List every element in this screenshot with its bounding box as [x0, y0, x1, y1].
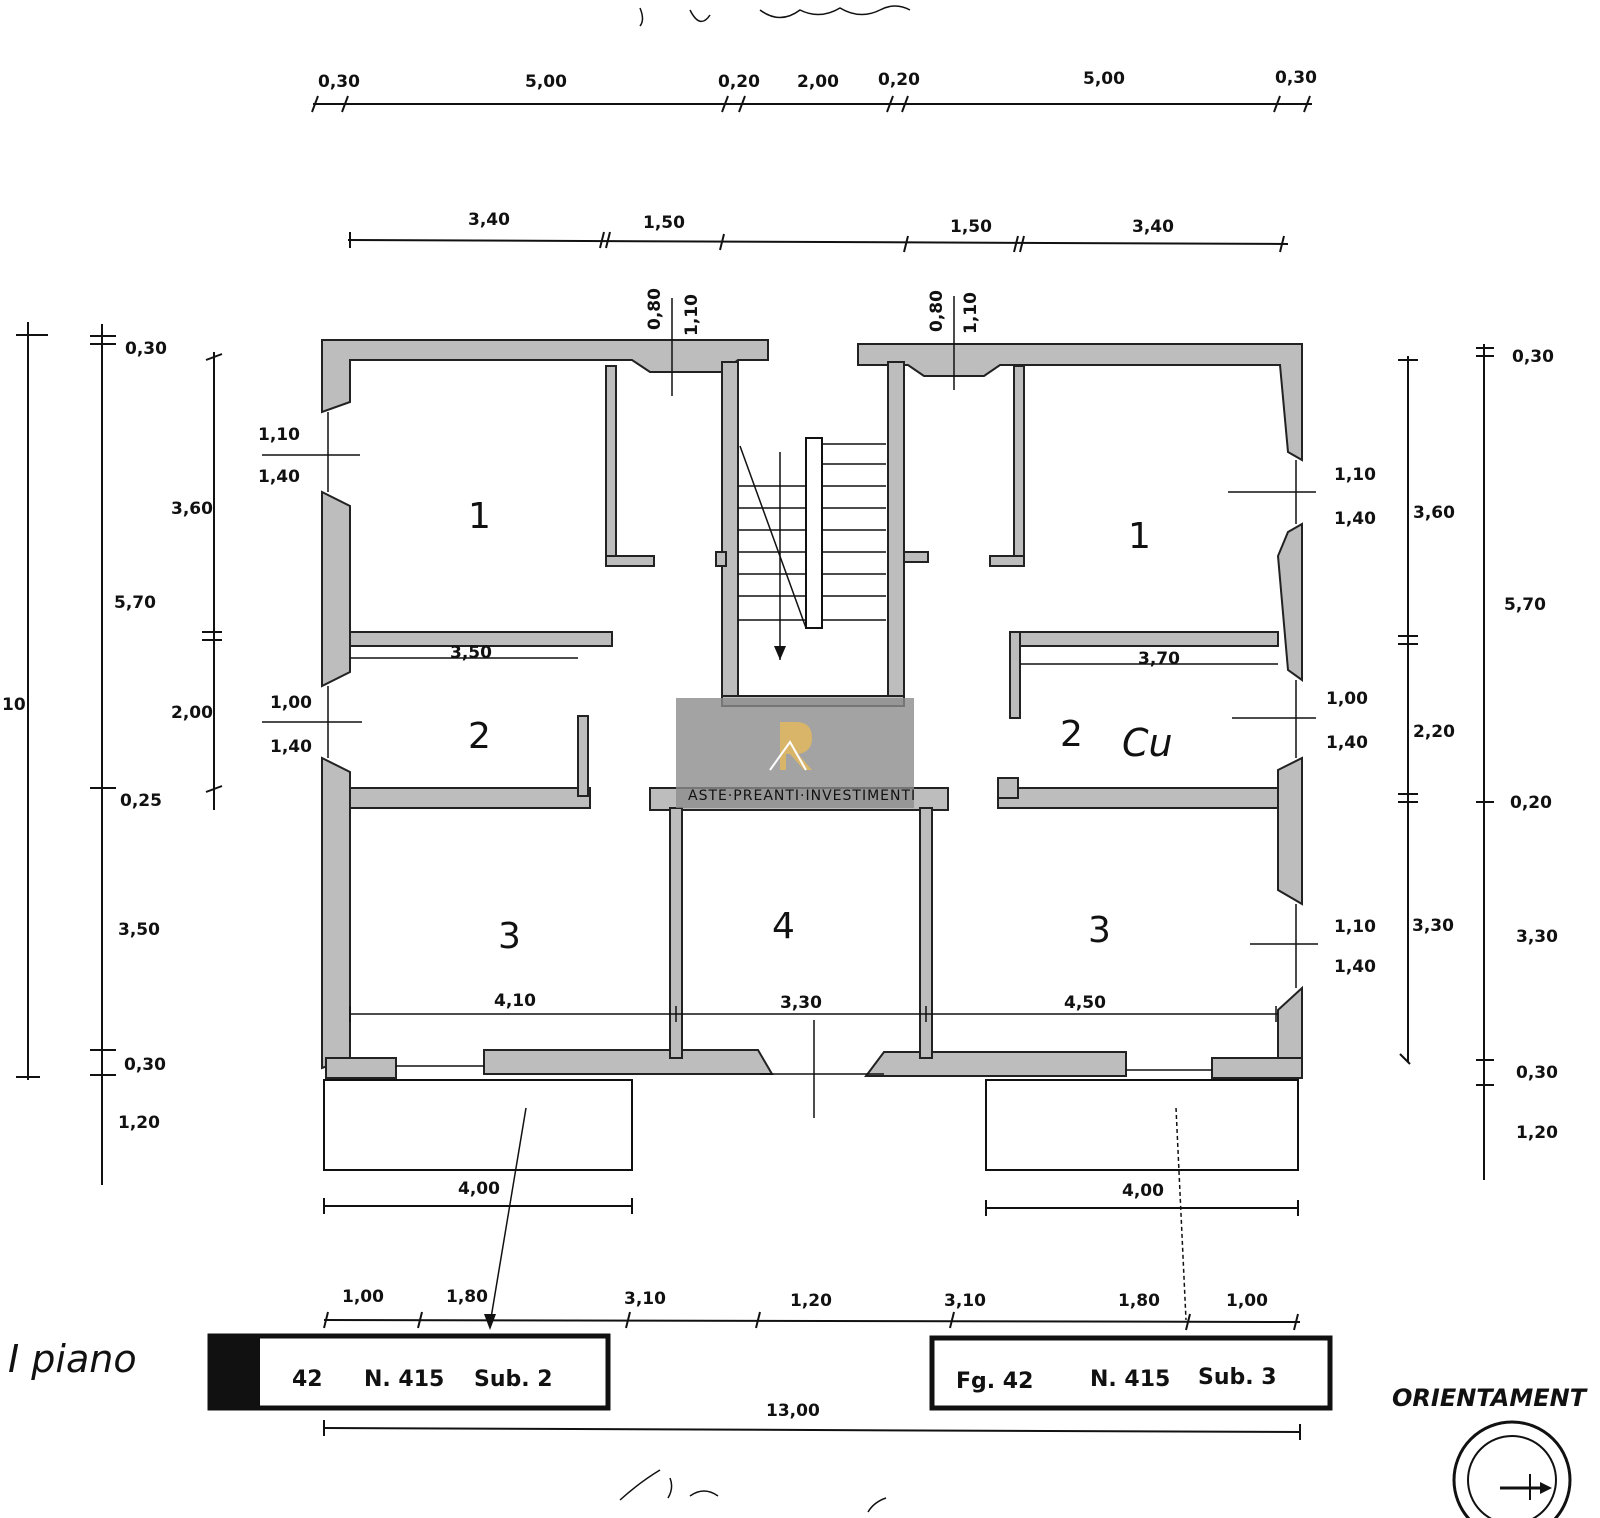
right-outer-dim-0: 0,30 [1512, 347, 1554, 367]
label-left-sub: Sub. 2 [474, 1367, 553, 1392]
right-inner-dim-0: 3,60 [1413, 503, 1455, 523]
room-right-2: 2 [1060, 714, 1083, 755]
interior-dimensions: 3,50 3,70 4,10 3,30 4,50 [349, 643, 1278, 1118]
top-dim-1: 5,00 [525, 72, 567, 92]
bottom-dim-4: 3,10 [944, 1291, 986, 1311]
inner-width-right: 3,70 [1138, 649, 1180, 669]
window-top-right-0: 0,80 [927, 290, 947, 332]
window-left-1-top: 1,00 [270, 693, 312, 713]
top-dim-5: 5,00 [1083, 69, 1125, 89]
left-outer-dim-4: 0,30 [124, 1055, 166, 1075]
top-scribble [639, 5, 911, 27]
cadastral-label-right: Fg. 42 N. 415 Sub. 3 [929, 1335, 1333, 1411]
cadastral-label-left: 42 N. 415 Sub. 2 [207, 1333, 611, 1411]
window-top-left-0: 0,80 [645, 288, 665, 330]
bottom-room-width-2: 4,50 [1064, 993, 1106, 1013]
window-right-1-top: 1,00 [1326, 689, 1368, 709]
bottom-dim-2: 3,10 [624, 1289, 666, 1309]
total-width: 13,00 [766, 1401, 820, 1421]
watermark: ASTE·PREANTI·INVESTIMENTI [676, 698, 916, 808]
right-outer-dim-1: 5,70 [1504, 595, 1546, 615]
bottom-dimension-line: 1,00 1,80 3,10 1,20 3,10 1,80 1,00 [323, 1287, 1301, 1331]
room-labels: 1 2 3 4 1 2 Cu 3 [468, 496, 1173, 957]
second-dim-3: 3,40 [1132, 217, 1174, 237]
window-right-0-top: 1,10 [1334, 465, 1376, 485]
orientation-label: ORIENTAMENT [1392, 1384, 1588, 1412]
left-inner-dim-1: 2,00 [171, 703, 213, 723]
floor-note: I piano [8, 1337, 137, 1381]
bottom-dim-0: 1,00 [342, 1287, 384, 1307]
bottom-dim-6: 1,00 [1226, 1291, 1268, 1311]
left-dimension-lines: 10 0,30 5,70 0,25 3,50 0,30 1,20 3,60 2,… [2, 322, 223, 1185]
top-dim-2: 0,20 [718, 72, 760, 92]
left-outer-dim-3: 3,50 [118, 920, 160, 940]
room-right-3: 3 [1088, 910, 1111, 951]
top-dim-3: 2,00 [797, 72, 839, 92]
window-right-2-top: 1,10 [1334, 917, 1376, 937]
room-left-1: 1 [468, 496, 491, 537]
left-partial-dim: 10 [2, 695, 26, 715]
right-inner-dim-1: 2,20 [1413, 722, 1455, 742]
bottom-room-width-1: 3,30 [780, 993, 822, 1013]
window-right-1-bottom: 1,40 [1326, 733, 1368, 753]
window-left-0-top: 1,10 [258, 425, 300, 445]
room-left-2: 2 [468, 716, 491, 757]
compass-icon [1452, 1420, 1572, 1518]
room-center-4: 4 [772, 906, 795, 947]
outer-walls [321, 339, 1303, 1079]
right-dimension-lines: 3,60 2,20 3,30 0,30 5,70 0,20 3,30 0,30 … [1398, 344, 1558, 1180]
bottom-dim-1: 1,80 [446, 1287, 488, 1307]
room-right-1: 1 [1128, 516, 1151, 557]
top-dim-6: 0,30 [1275, 68, 1317, 88]
top-dim-4: 0,20 [878, 70, 920, 90]
label-left-n: N. 415 [364, 1367, 444, 1392]
total-dimension-line: 13,00 [323, 1401, 1301, 1440]
top-dim-0: 0,30 [318, 72, 360, 92]
balcony-width-right: 4,00 [1122, 1181, 1164, 1201]
balcony-width-left: 4,00 [458, 1179, 500, 1199]
second-dim-1: 1,50 [643, 213, 685, 233]
window-right-2-bottom: 1,40 [1334, 957, 1376, 977]
window-left-1-bottom: 1,40 [270, 737, 312, 757]
bottom-scribble [619, 1469, 887, 1513]
window-right-0-bottom: 1,40 [1334, 509, 1376, 529]
left-outer-dim-1: 5,70 [114, 593, 156, 613]
label-right-prefix: Fg. 42 [956, 1369, 1033, 1394]
inner-width-left: 3,50 [450, 643, 492, 663]
label-right-sub: Sub. 3 [1198, 1365, 1277, 1390]
label-right-n: N. 415 [1090, 1367, 1170, 1392]
left-outer-dim-0: 0,30 [125, 339, 167, 359]
left-inner-dim-0: 3,60 [171, 499, 213, 519]
bottom-room-width-0: 4,10 [494, 991, 536, 1011]
room-left-3: 3 [498, 916, 521, 957]
balconies: 4,00 4,00 [323, 1079, 1299, 1216]
right-outer-dim-3: 3,30 [1516, 927, 1558, 947]
window-left-0-bottom: 1,40 [258, 467, 300, 487]
right-inner-dim-2: 3,30 [1412, 916, 1454, 936]
watermark-logo-icon [769, 722, 812, 771]
right-outer-dim-4: 0,30 [1516, 1063, 1558, 1083]
room-right-2-note: Cu [1122, 721, 1173, 765]
window-top-right-1: 1,10 [961, 292, 981, 334]
watermark-text: ASTE·PREANTI·INVESTIMENTI [688, 788, 916, 804]
label-left-prefix: 42 [292, 1367, 323, 1392]
bottom-dim-5: 1,80 [1118, 1291, 1160, 1311]
pointer-right [1175, 1107, 1187, 1321]
second-dimension-line: 3,40 1,50 1,50 3,40 [347, 210, 1289, 253]
right-outer-dim-5: 1,20 [1516, 1123, 1558, 1143]
left-outer-dim-5: 1,20 [118, 1113, 160, 1133]
left-outer-dim-2: 0,25 [120, 791, 162, 811]
window-markers: 0,80 1,10 0,80 1,10 1,10 1,40 1,00 1,40 … [258, 288, 1376, 988]
window-top-left-1: 1,10 [682, 294, 702, 336]
top-dimension-line: 0,30 5,00 0,20 2,00 0,20 5,00 0,30 [311, 68, 1317, 113]
second-dim-2: 1,50 [950, 217, 992, 237]
right-outer-dim-2: 0,20 [1510, 793, 1552, 813]
second-dim-0: 3,40 [468, 210, 510, 230]
staircase [738, 437, 886, 660]
pointer-left [489, 1107, 527, 1325]
bottom-dim-3: 1,20 [790, 1291, 832, 1311]
